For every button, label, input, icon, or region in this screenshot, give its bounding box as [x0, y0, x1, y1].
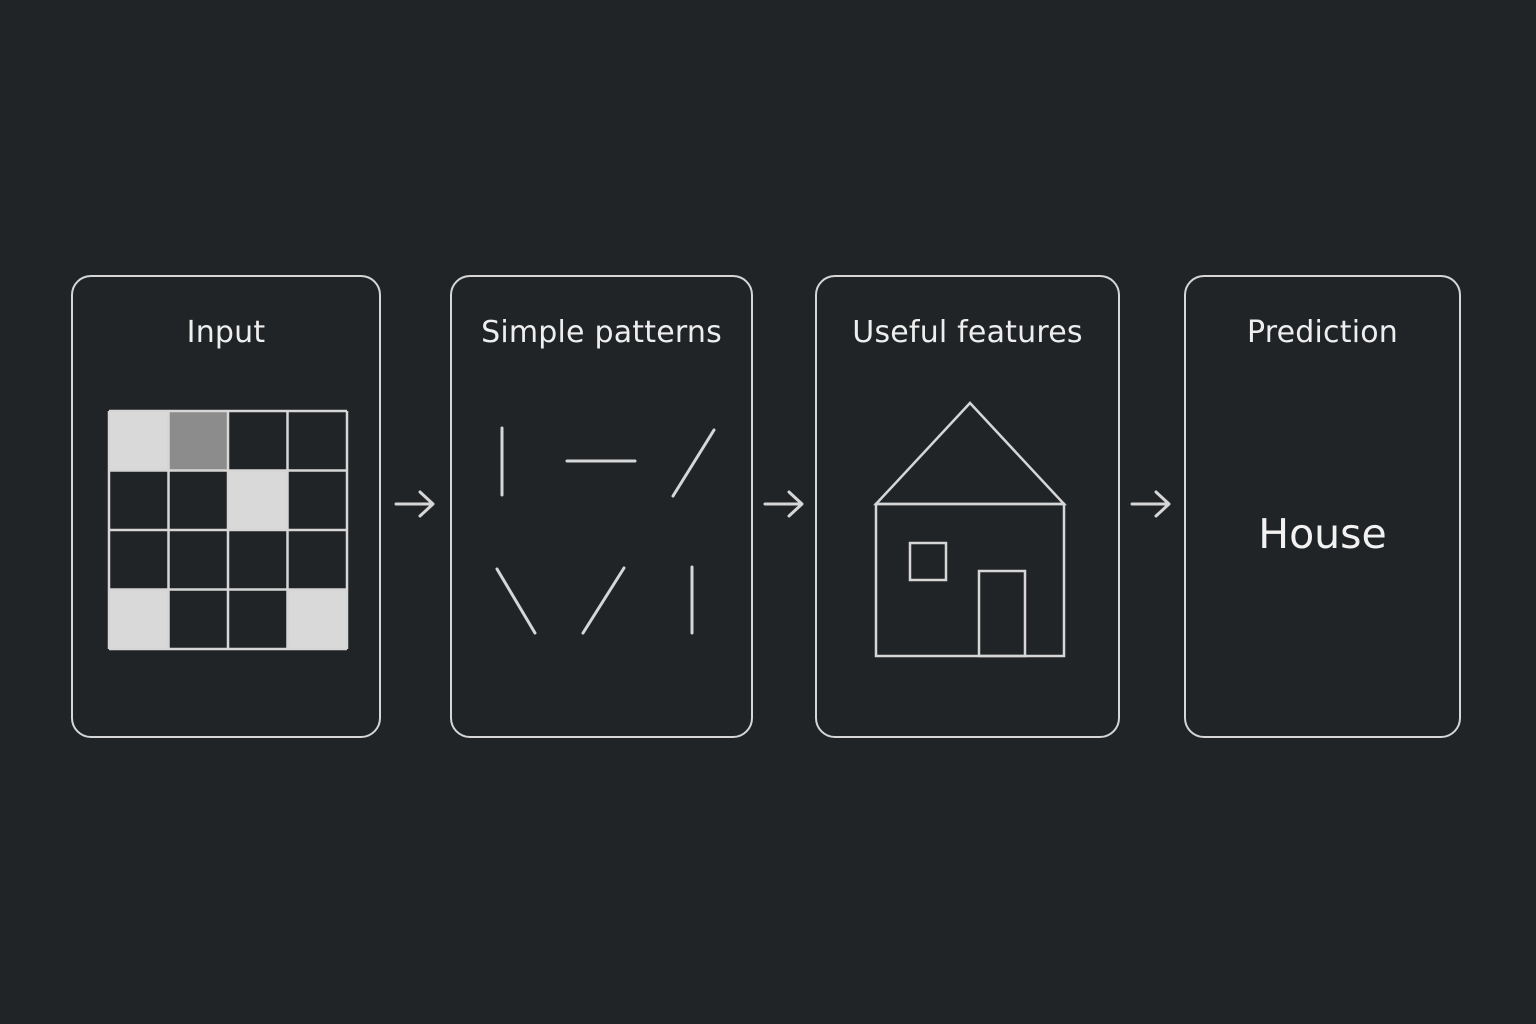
pixel-cell: [168, 589, 228, 649]
features-panel-title: Useful features: [852, 315, 1083, 350]
pixel-cell: [287, 530, 347, 590]
right-arrow-icon: [394, 490, 435, 518]
pixel-cell: [109, 530, 169, 590]
prediction-label: House: [1258, 510, 1387, 558]
pixel-cell: [287, 589, 347, 649]
pixel-cell: [287, 411, 347, 471]
pixel-cell: [168, 530, 228, 590]
pixel-cell: [109, 411, 169, 471]
house-door: [977, 569, 1027, 658]
features-panel: Useful features: [815, 275, 1120, 738]
right-arrow-icon: [1130, 490, 1171, 518]
pixel-cell: [109, 589, 169, 649]
input-panel: Input: [71, 275, 381, 738]
pixel-cell: [168, 470, 228, 530]
house-window: [908, 541, 948, 582]
pixel-cell: [287, 470, 347, 530]
pixel-cell: [228, 589, 288, 649]
house-icon: [873, 401, 1067, 658]
pixel-cell: [228, 530, 288, 590]
edge-strokes: [495, 426, 716, 635]
prediction-panel: Prediction House: [1184, 275, 1461, 738]
diagonal-edge-stroke: [581, 566, 626, 635]
house-roof: [873, 401, 1067, 506]
pixel-cell: [228, 470, 288, 530]
diagonal-edge-stroke: [671, 428, 716, 498]
pixel-cell: [109, 470, 169, 530]
pixel-cell: [168, 411, 228, 471]
pixel-cell: [228, 411, 288, 471]
prediction-panel-title: Prediction: [1246, 315, 1399, 350]
patterns-panel: Simple patterns: [450, 275, 753, 738]
patterns-panel-title: Simple patterns: [481, 315, 722, 350]
pixel-grid: [107, 409, 349, 651]
input-panel-title: Input: [186, 315, 266, 350]
diagonal-edge-stroke: [495, 567, 537, 635]
house-body: [874, 502, 1066, 658]
right-arrow-icon: [763, 490, 804, 518]
